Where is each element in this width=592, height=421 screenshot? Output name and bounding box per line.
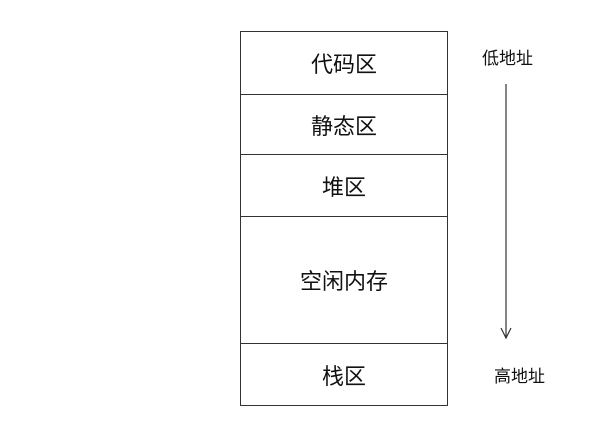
segment-stack-label: 栈区 [321,364,366,390]
down-arrow-icon [500,84,512,340]
memory-layout-diagram: 代码区 静态区 堆区 空闲内存 栈区 [240,31,448,406]
segment-free-memory-label: 空闲内存 [299,270,388,295]
segment-heap-label: 堆区 [321,175,366,201]
segment-stack: 栈区 [241,344,447,405]
segment-static-label: 静态区 [310,114,377,140]
segment-heap: 堆区 [241,155,447,217]
low-address-label: 低地址 [482,49,533,69]
segment-static: 静态区 [241,95,447,155]
segment-code-label: 代码区 [310,53,377,78]
segment-free-memory: 空闲内存 [241,217,447,344]
segment-code: 代码区 [241,32,447,95]
high-address-label: 高地址 [494,367,545,387]
